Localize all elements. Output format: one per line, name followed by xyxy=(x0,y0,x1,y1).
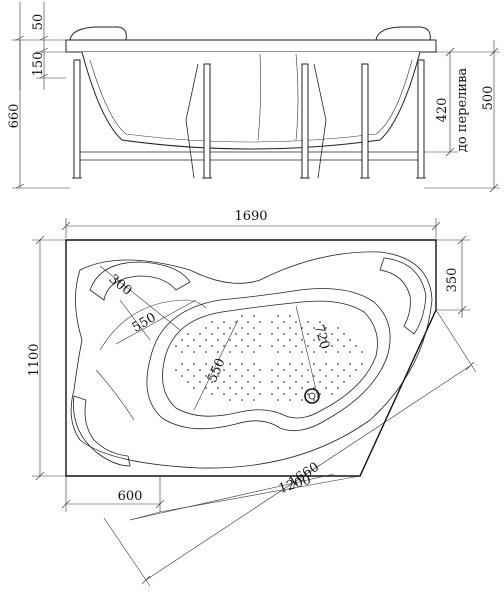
dim-armrest: 300 xyxy=(106,272,135,299)
dim-total-height: 660 xyxy=(7,104,22,129)
bath-outline xyxy=(65,239,437,477)
dim-bowl-width: 720 xyxy=(311,323,332,351)
headrest-right-top xyxy=(379,257,427,335)
headrest-left-top xyxy=(89,261,191,301)
bath-body xyxy=(81,51,421,150)
legs xyxy=(72,59,426,179)
dim-right-offset: 350 xyxy=(445,268,460,293)
grip-lower-left xyxy=(73,395,131,467)
dim-rim: 50 xyxy=(31,14,46,31)
dim-overflow-height: 420 xyxy=(435,98,450,123)
dim-width: 1100 xyxy=(27,343,42,376)
dim-upper: 150 xyxy=(31,52,46,77)
headrest-left xyxy=(69,26,127,41)
overflow-label: до перелива xyxy=(455,68,470,153)
top-view: 1690 1100 300 550 xyxy=(27,209,477,587)
bath-rim-contour xyxy=(70,251,433,469)
headrest-right xyxy=(375,26,431,41)
dim-bath-depth: 500 xyxy=(481,86,496,111)
bath-rim xyxy=(65,39,437,53)
bowl-outer xyxy=(146,288,391,432)
side-view: 50 150 660 420 до перелива 500 xyxy=(7,2,500,193)
bowl-inner xyxy=(162,300,378,419)
dim-length: 1690 xyxy=(234,209,267,224)
massage-jets xyxy=(175,315,363,401)
dim-bowl-inner: 550 xyxy=(205,356,229,385)
dim-left-offset: 600 xyxy=(118,489,143,504)
